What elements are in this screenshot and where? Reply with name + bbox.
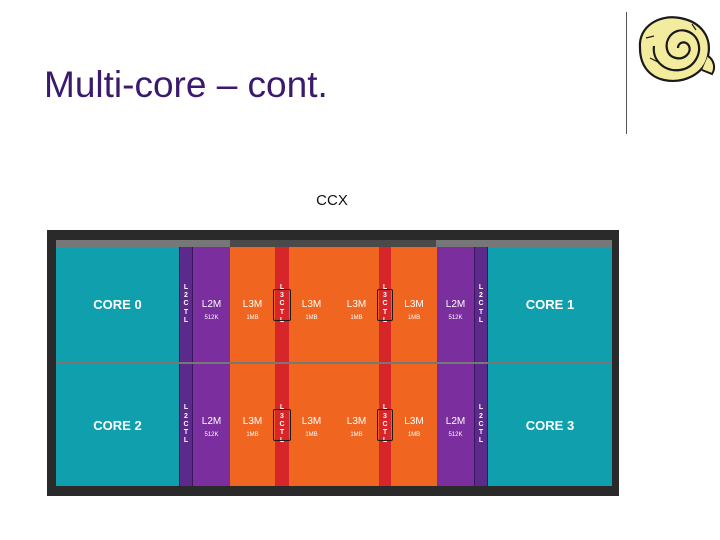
l3-controller: L3CTL [275, 247, 289, 362]
l2-cache-name: L2M [201, 299, 222, 310]
l3-cache-name: L3M [404, 299, 424, 310]
l2-cache-name: L2M [445, 416, 466, 427]
l3-cache-size: 1MB [350, 315, 363, 321]
l2-controller: L2CTL [474, 364, 488, 486]
l3-cache-size: 1MB [305, 432, 318, 438]
l3-cache-block: L3M 1MB [230, 247, 275, 362]
l2-controller-label: L2CTL [478, 404, 484, 445]
l2-cache-name: L2M [201, 416, 222, 427]
l2-controller-label: L2CTL [478, 283, 484, 324]
l2-controller-label: L2CTL [183, 404, 189, 445]
l3-cache-block: L3M 1MB [334, 364, 379, 486]
core-block: CORE 1 [488, 247, 612, 362]
l3-controller-outline [377, 288, 393, 321]
l3-cache-name: L3M [301, 416, 322, 427]
core-label: CORE 2 [93, 417, 142, 433]
l3-cache-size: 1MB [305, 315, 318, 321]
l3-cache-name: L3M [242, 416, 263, 427]
l2-controller: L2CTL [474, 247, 488, 362]
l3-cache-size: 1MB [350, 432, 363, 438]
l3-cache-block: L3M 1MB [230, 364, 275, 486]
l3-controller: L3CTL [379, 364, 391, 486]
title-divider [626, 12, 627, 134]
l2-controller: L2CTL [179, 247, 193, 362]
l3-cache-name: L3M [346, 299, 367, 310]
l2-cache-size: 512K [448, 432, 463, 438]
l2-cache-block: L2M 512K [437, 247, 474, 362]
l2-cache-size: 512K [204, 432, 219, 438]
l3-cache-size: 1MB [246, 315, 259, 321]
l2-controller-label: L2CTL [183, 283, 189, 324]
l3-cache-block: L3M 1MB [289, 247, 334, 362]
l3-controller: L3CTL [379, 247, 391, 362]
l2-cache-block: L2M 512K [193, 247, 230, 362]
l3-cache-name: L3M [301, 299, 322, 310]
core-block: CORE 2 [56, 364, 179, 486]
l2-cache-block: L2M 512K [193, 364, 230, 486]
l2-controller: L2CTL [179, 364, 193, 486]
l3-cache-name: L3M [404, 416, 424, 427]
l3-controller-outline [377, 409, 393, 441]
core-block: CORE 3 [488, 364, 612, 486]
slide-title: Multi-core – cont. [44, 64, 328, 105]
l3-cache-name: L3M [242, 299, 263, 310]
die-top-strip [230, 240, 436, 247]
l3-controller-outline [273, 409, 291, 441]
l2-cache-size: 512K [204, 315, 219, 321]
core-label: CORE 1 [525, 297, 575, 312]
l3-cache-size: 1MB [407, 432, 421, 438]
scroll-logo-icon [638, 16, 716, 82]
l3-cache-size: 1MB [246, 432, 259, 438]
l2-cache-block: L2M 512K [437, 364, 474, 486]
l3-controller-outline [273, 288, 291, 321]
l2-cache-size: 512K [448, 315, 463, 321]
l3-cache-size: 1MB [407, 315, 421, 321]
l3-cache-name: L3M [346, 416, 367, 427]
l2-cache-name: L2M [445, 299, 466, 310]
l3-cache-block: L3M 1MB [334, 247, 379, 362]
l3-cache-block: L3M 1MB [391, 364, 437, 486]
l3-controller: L3CTL [275, 364, 289, 486]
l3-cache-block: L3M 1MB [391, 247, 437, 362]
core-label: CORE 0 [93, 297, 142, 312]
core-label: CORE 3 [525, 417, 575, 433]
ccx-label: CCX [316, 192, 348, 209]
l3-cache-block: L3M 1MB [289, 364, 334, 486]
core-block: CORE 0 [56, 247, 179, 362]
